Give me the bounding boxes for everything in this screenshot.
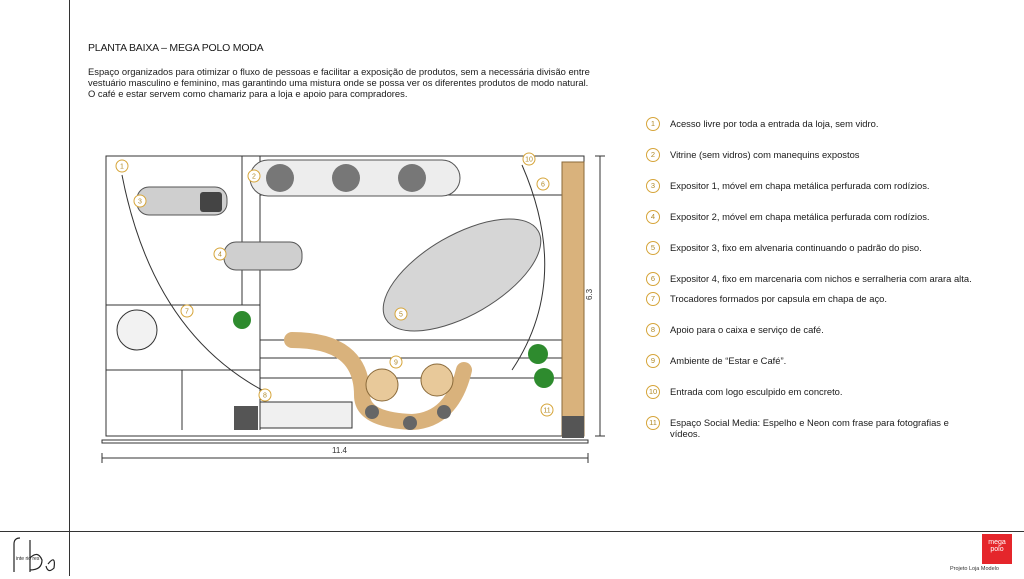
pillar-right xyxy=(562,416,584,438)
entrance-arc-right xyxy=(511,164,546,371)
entrance-arc xyxy=(121,174,263,391)
description-paragraph-1: Espaço organizados para otimizar o fluxo… xyxy=(88,66,590,88)
left-border-line xyxy=(69,0,70,576)
cafe-table xyxy=(420,363,454,397)
interiores-logo: inte rio res xyxy=(8,534,60,574)
bottom-border-line xyxy=(0,531,1024,532)
mannequin xyxy=(332,164,360,192)
interiores-logo-text: inte rio res xyxy=(16,556,40,562)
svg-text:6: 6 xyxy=(541,182,545,189)
svg-text:8: 8 xyxy=(263,393,267,400)
plan-marker-3: 3 xyxy=(133,194,147,208)
plant-icon xyxy=(233,311,251,329)
plan-marker-10: 10 xyxy=(522,152,536,166)
description: Espaço organizados para otimizar o fluxo… xyxy=(88,66,608,99)
expositor-1-box xyxy=(200,192,222,212)
cafe-table xyxy=(365,368,399,402)
plan-marker-1: 1 xyxy=(115,159,129,173)
page-title: PLANTA BAIXA – MEGA POLO MODA xyxy=(88,42,264,54)
plan-marker-6: 6 xyxy=(536,177,550,191)
mega-polo-logo: mega polo xyxy=(982,534,1012,564)
plan-marker-11: 11 xyxy=(540,403,554,417)
mega-polo-logo-text: mega polo xyxy=(988,539,1006,553)
plan-marker-2: 2 xyxy=(247,169,261,183)
expositor-3 xyxy=(382,218,542,332)
svg-text:7: 7 xyxy=(185,309,189,316)
mannequin xyxy=(398,164,426,192)
plan-marker-8: 8 xyxy=(258,388,272,402)
svg-text:1: 1 xyxy=(120,164,124,171)
fitting-room-capsule xyxy=(116,309,158,351)
svg-text:5: 5 xyxy=(399,312,403,319)
width-label: 11.4 xyxy=(332,446,348,455)
svg-text:11: 11 xyxy=(543,408,550,415)
expositor-2 xyxy=(223,241,303,271)
description-paragraph-2: O café e estar servem como chamariz para… xyxy=(88,88,408,99)
expositor-4 xyxy=(561,161,585,437)
svg-text:3: 3 xyxy=(138,199,142,206)
svg-text:10: 10 xyxy=(525,157,533,164)
plant-icon xyxy=(534,368,554,388)
plan-bottom-wall xyxy=(101,439,589,444)
plan-marker-7: 7 xyxy=(180,304,194,318)
plan-marker-9: 9 xyxy=(389,355,403,369)
svg-text:9: 9 xyxy=(394,360,398,367)
pillar-left xyxy=(234,406,258,430)
svg-text:4: 4 xyxy=(218,252,222,259)
cafe-stool xyxy=(403,416,417,430)
svg-text:2: 2 xyxy=(252,174,256,181)
cashier-support xyxy=(259,401,353,429)
plan-marker-5: 5 xyxy=(394,307,408,321)
floor-plan: 1 2 3 4 5 6 7 8 9 10 11 11.4 6.3 xyxy=(101,152,605,463)
project-caption: Projeto Loja Modelo xyxy=(950,566,999,572)
cafe-stool xyxy=(365,405,379,419)
height-label: 6.3 xyxy=(585,288,594,300)
plant-icon xyxy=(528,344,548,364)
cafe-stool xyxy=(437,405,451,419)
mannequin xyxy=(266,164,294,192)
plan-marker-4: 4 xyxy=(213,247,227,261)
